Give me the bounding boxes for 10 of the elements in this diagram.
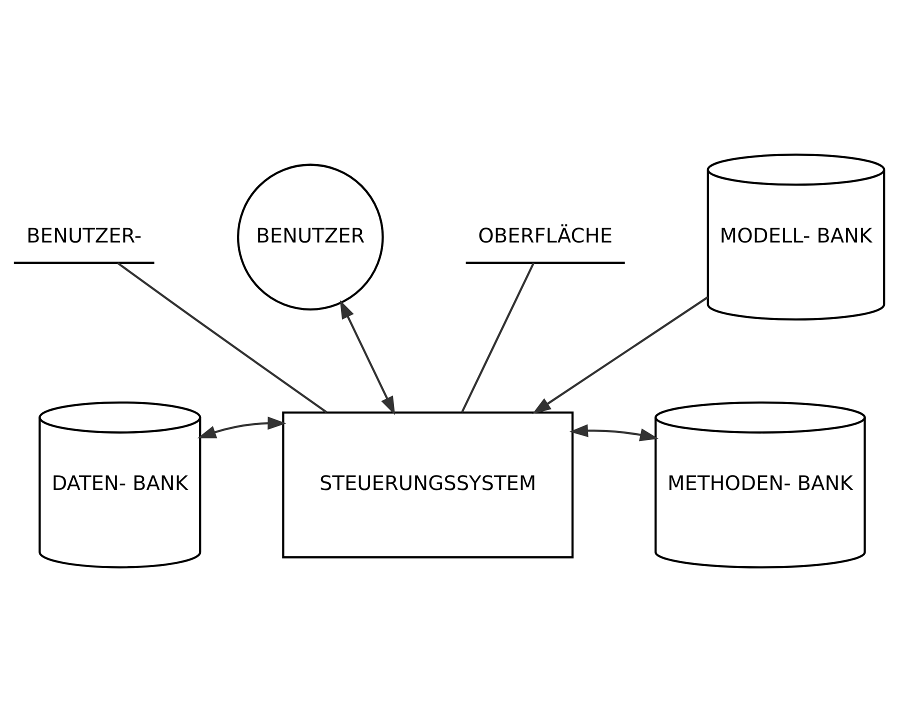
arrow: [197, 416, 286, 438]
node-box: STEUERUNGSSYSTEM: [282, 412, 574, 558]
arrow: [532, 296, 708, 414]
node-text: BENUTZER-: [26, 223, 142, 248]
arrow: [569, 424, 659, 442]
node-circle: BENUTZER: [237, 164, 384, 310]
node-text: OBERFLÄCHE: [478, 223, 613, 248]
connector: [461, 262, 535, 413]
arrow: [340, 300, 396, 416]
connector: [117, 262, 328, 414]
